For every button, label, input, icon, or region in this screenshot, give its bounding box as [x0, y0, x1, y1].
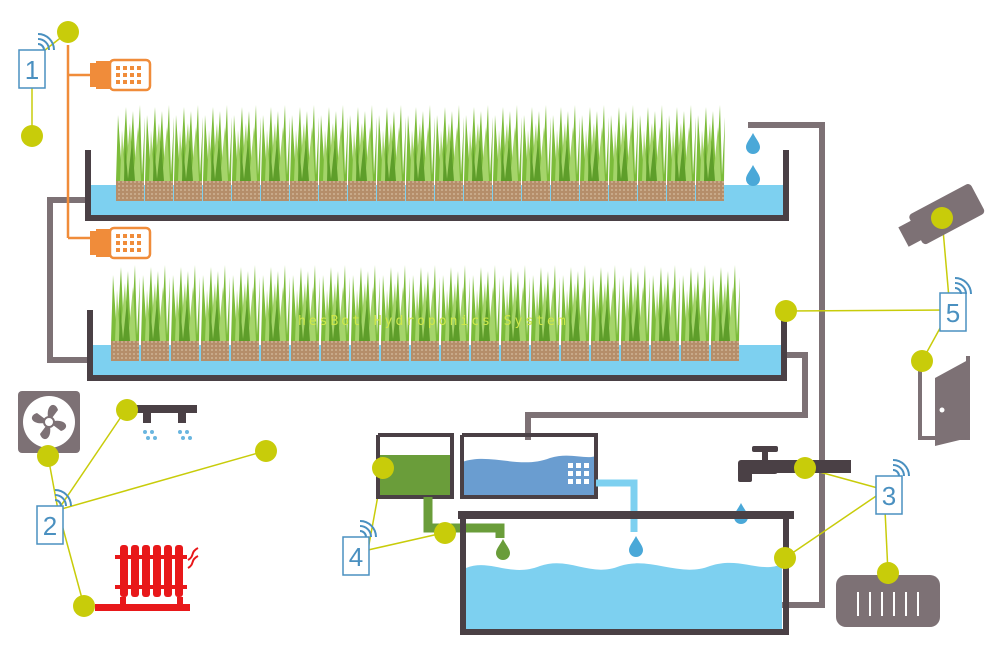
water-drop-icon: [629, 536, 643, 557]
plant: [377, 105, 406, 201]
label-4: 4: [342, 520, 377, 576]
plant: [174, 105, 203, 201]
grow-light-icon: [88, 58, 152, 92]
plant: [493, 105, 522, 201]
plant: [411, 265, 440, 361]
plant: [441, 265, 470, 361]
grow-light-icon: [88, 226, 152, 260]
label-2: 2: [36, 489, 72, 545]
plant: [531, 265, 560, 361]
sensor-nodes: [21, 21, 953, 617]
plant: [290, 105, 319, 201]
svg-text:1: 1: [25, 55, 39, 85]
plant: [561, 265, 590, 361]
plant: [116, 105, 145, 201]
plant: [321, 265, 350, 361]
plant: [651, 265, 680, 361]
plant: [551, 105, 580, 201]
plant: [696, 105, 725, 201]
plant: [638, 105, 667, 201]
plant: [261, 265, 290, 361]
plant: [203, 105, 232, 201]
plant: [348, 105, 377, 201]
svg-text:4: 4: [349, 542, 363, 572]
plant: [522, 105, 551, 201]
plant: [351, 265, 380, 361]
plant: [609, 105, 638, 201]
pipes: [47, 122, 825, 608]
plant: [464, 105, 493, 201]
plant: [711, 265, 740, 361]
plant: [471, 265, 500, 361]
plant: [145, 105, 174, 201]
plant: [111, 265, 140, 361]
plant: [381, 265, 410, 361]
plant: [501, 265, 530, 361]
plant: [435, 105, 464, 201]
plant: [171, 265, 200, 361]
nutrient-drop-icon: [496, 539, 510, 560]
heater-icon: [95, 545, 199, 611]
plant: [232, 105, 261, 201]
door-icon: [918, 356, 970, 446]
svg-text:2: 2: [43, 511, 57, 541]
plant: [667, 105, 696, 201]
plant: [291, 265, 320, 361]
main-reservoir: [458, 511, 794, 635]
plant: [319, 105, 348, 201]
plant: [621, 265, 650, 361]
plant: [141, 265, 170, 361]
mist-sprayer-icon: [125, 405, 197, 440]
label-5: 5: [939, 277, 972, 332]
water-drop-icon: [746, 133, 760, 186]
pump-icon: [836, 575, 940, 627]
upper-plants: [116, 105, 725, 201]
plant: [681, 265, 710, 361]
lower-plants: [111, 265, 740, 361]
plant: [231, 265, 260, 361]
plant: [591, 265, 620, 361]
plant: [406, 105, 435, 201]
plant: [261, 105, 290, 201]
label-1: 1: [18, 33, 55, 89]
svg-text:5: 5: [946, 298, 960, 328]
system-title: hesBot Hydroponics System: [298, 314, 569, 329]
plant: [580, 105, 609, 201]
label-3: 3: [875, 459, 910, 515]
svg-text:3: 3: [882, 481, 896, 511]
plant: [201, 265, 230, 361]
fan-icon: [18, 391, 80, 453]
